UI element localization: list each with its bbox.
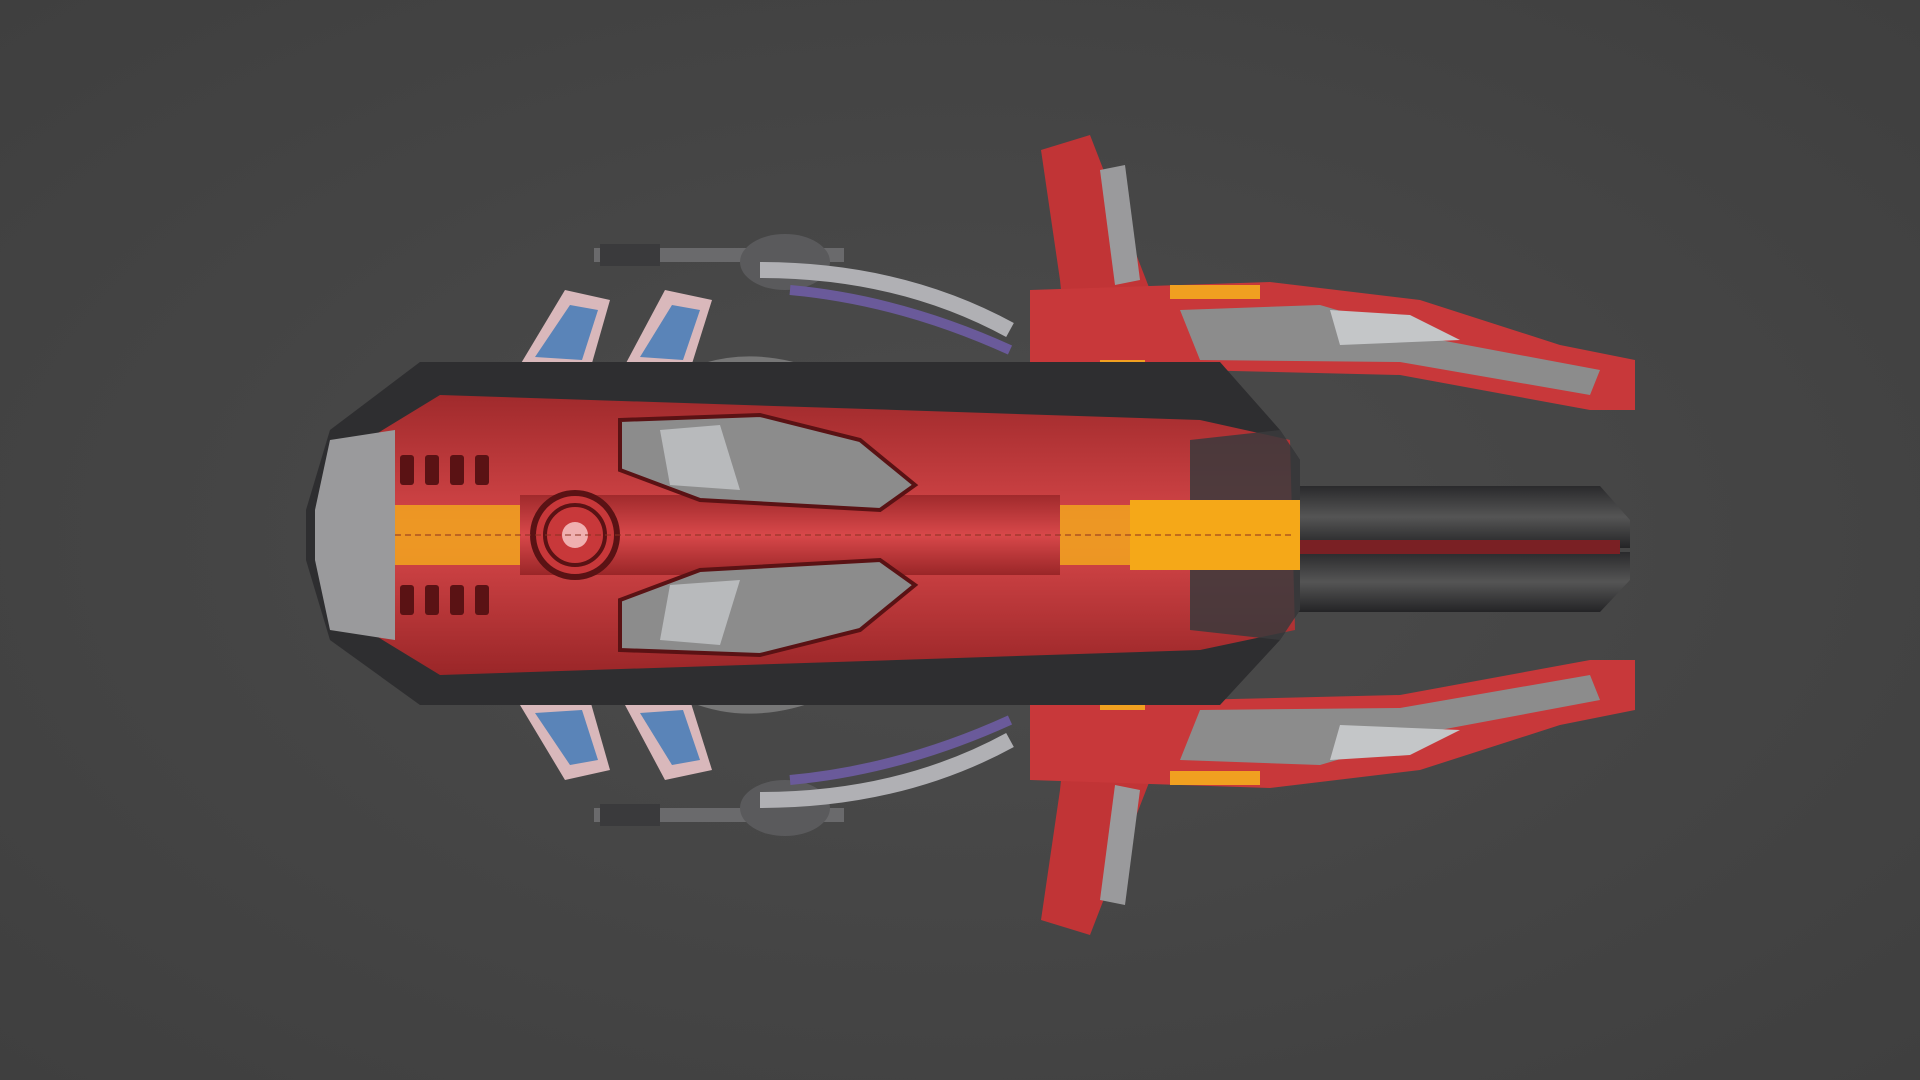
main-hull (306, 362, 1300, 705)
rear-prongs (1290, 486, 1630, 612)
